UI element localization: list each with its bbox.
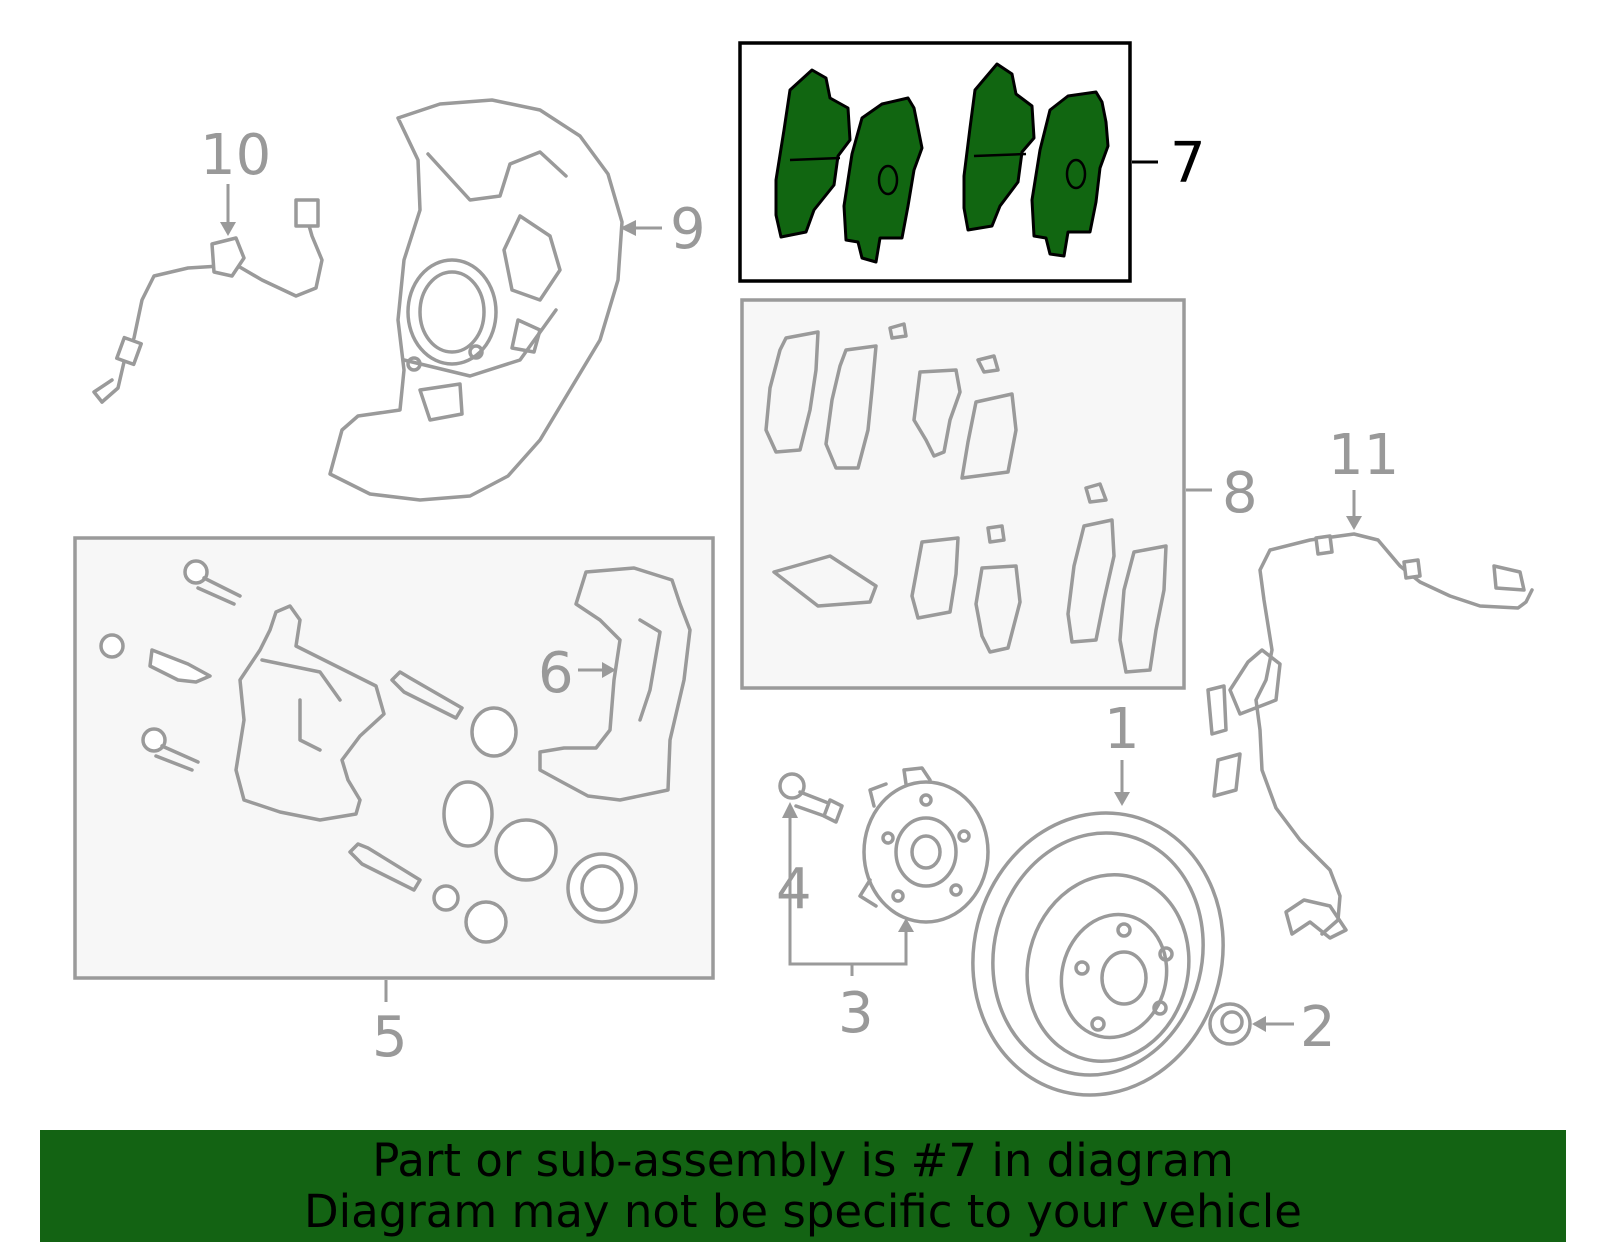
- part-10-sensor-wire[interactable]: 10: [92, 123, 324, 404]
- part-1-brake-rotor[interactable]: 1: [943, 697, 1252, 1122]
- callout-6: 6: [538, 641, 574, 706]
- callout-3: 3: [838, 981, 874, 1046]
- part-2-hub-nut[interactable]: 2: [1208, 995, 1336, 1060]
- banner-line-1: Part or sub-assembly is #7 in diagram: [372, 1134, 1234, 1187]
- callout-5: 5: [372, 1005, 408, 1070]
- callout-11: 11: [1328, 423, 1399, 488]
- part-3-hub-bearing[interactable]: 3: [782, 766, 990, 1046]
- callout-7: 7: [1170, 131, 1206, 196]
- caliper-bolt-top: [183, 559, 242, 606]
- caliper-bleeder: [99, 633, 212, 684]
- callout-9: 9: [670, 197, 706, 262]
- info-banner: Part or sub-assembly is #7 in diagram Di…: [40, 1130, 1566, 1242]
- callout-10: 10: [200, 123, 271, 188]
- callout-8: 8: [1222, 461, 1258, 526]
- part-4-hub-bolt[interactable]: 4: [776, 772, 844, 922]
- caliper-bolt-lower: [141, 727, 200, 772]
- part-6-caliper-bracket[interactable]: 6: [538, 566, 692, 802]
- part-5-caliper-assembly[interactable]: 6 5: [73, 536, 715, 1070]
- callout-2: 2: [1300, 995, 1336, 1060]
- callout-1: 1: [1104, 697, 1140, 762]
- part-11-abs-sensor[interactable]: 11: [1206, 423, 1534, 940]
- banner-line-2: Diagram may not be specific to your vehi…: [304, 1185, 1302, 1238]
- callout-4: 4: [776, 857, 812, 922]
- part-8-hardware-kit[interactable]: 8: [740, 298, 1258, 690]
- part-9-dust-shield[interactable]: 9: [328, 98, 706, 502]
- part-7-brake-pads-highlighted[interactable]: 7: [738, 41, 1206, 283]
